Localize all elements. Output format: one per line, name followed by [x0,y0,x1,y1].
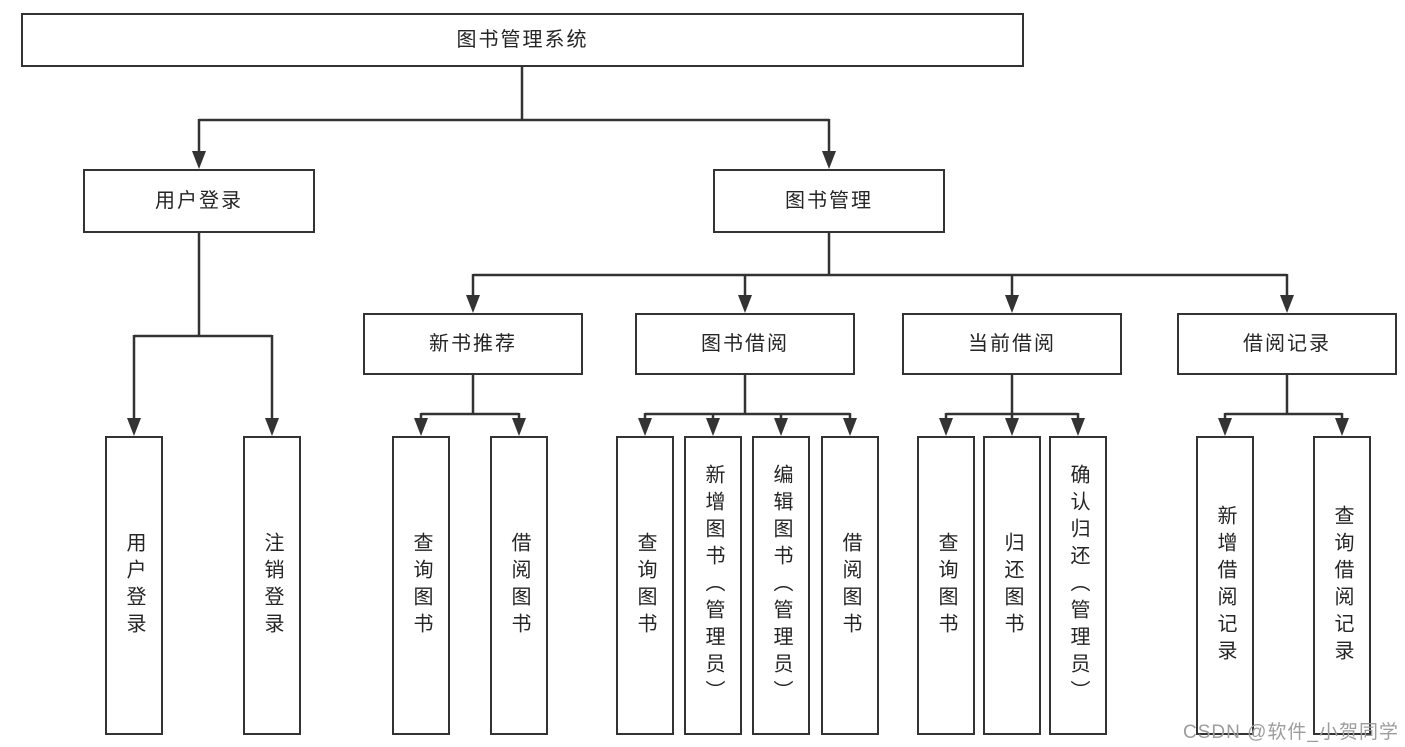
node-user-login: 用户登录 [83,169,315,233]
node-borrow-records: 借阅记录 [1177,313,1397,375]
node-new-book-recommend: 新书推荐 [363,313,583,375]
leaf-current-query-books: 查询图书 [917,436,975,735]
leaf-label: 新增图书（管理员） [702,464,724,707]
leaf-borrowing-edit-books-admin: 编辑图书（管理员） [752,436,810,735]
leaf-label: 查询图书 [410,531,432,640]
node-book-management: 图书管理 [713,169,945,233]
leaf-records-query-borrow-record: 查询借阅记录 [1313,436,1371,735]
leaf-recommend-query-books: 查询图书 [392,436,450,735]
leaf-label: 借阅图书 [508,531,530,640]
leaf-label: 编辑图书（管理员） [770,464,792,707]
leaf-label: 确认归还（管理员） [1067,464,1089,707]
leaf-recommend-borrow-books: 借阅图书 [490,436,548,735]
leaf-label: 注销登录 [261,531,283,640]
leaf-label: 借阅图书 [839,531,861,640]
node-book-borrowing: 图书借阅 [635,313,855,375]
node-library-system: 图书管理系统 [21,13,1024,67]
arrowheads [127,151,1349,436]
leaf-user-login: 用户登录 [105,436,163,735]
leaf-borrowing-query-books: 查询图书 [616,436,674,735]
leaf-label: 查询图书 [634,531,656,640]
leaf-logout: 注销登录 [243,436,301,735]
leaf-borrowing-add-books-admin: 新增图书（管理员） [684,436,742,735]
leaf-label: 用户登录 [123,531,145,640]
leaf-label: 查询图书 [935,531,957,640]
csdn-watermark: CSDN @软件_小贺同学 [1183,722,1399,743]
leaf-label: 归还图书 [1001,531,1023,640]
leaf-label: 新增借阅记录 [1214,504,1236,667]
leaf-current-return-books: 归还图书 [983,436,1041,735]
leaf-records-add-borrow-record: 新增借阅记录 [1196,436,1254,735]
leaf-current-confirm-return-admin: 确认归还（管理员） [1049,436,1107,735]
leaf-label: 查询借阅记录 [1331,504,1353,667]
node-current-borrowing: 当前借阅 [902,313,1122,375]
leaf-borrowing-borrow-books: 借阅图书 [821,436,879,735]
